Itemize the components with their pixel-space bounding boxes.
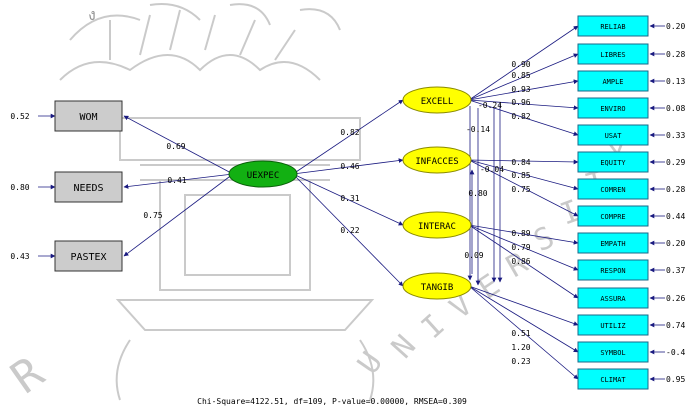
fit-statistics: Chi-Square=4122.51, df=109, P-value=0.00… bbox=[197, 397, 467, 406]
loading-coef-2: 0.93 bbox=[511, 85, 530, 94]
loading-coef-8: 0.89 bbox=[511, 229, 530, 238]
loading-coef-13: 0.23 bbox=[511, 357, 530, 366]
infacces-label: INFACCES bbox=[415, 157, 458, 167]
loading-coef-7: 0.75 bbox=[511, 185, 530, 194]
watermark-letter-r: R bbox=[2, 347, 53, 404]
pastex-error: 0.43 bbox=[10, 252, 29, 261]
cross-coef-2: -0.14 bbox=[466, 125, 490, 134]
indicator-label-compre: COMPRE bbox=[600, 213, 625, 221]
indicator-error-ample: 0.13 bbox=[666, 77, 685, 86]
indicator-error-assura: 0.26 bbox=[666, 294, 685, 303]
loading-coef-9: 0.79 bbox=[511, 243, 530, 252]
loading-coef-4: 0.82 bbox=[511, 112, 530, 121]
indicator-error-usat: 0.33 bbox=[666, 131, 685, 140]
loading-coef-0: 0.90 bbox=[511, 60, 530, 69]
indicator-error-libres: 0.28 bbox=[666, 50, 685, 59]
loading-coef-10: 0.86 bbox=[511, 257, 530, 266]
coef-uexpec-interac: 0.31 bbox=[340, 194, 359, 203]
indicator-label-climat: CLIMAT bbox=[600, 376, 626, 384]
tangib-label: TANGIB bbox=[421, 283, 454, 293]
indicator-label-utiliz: UTILIZ bbox=[600, 322, 625, 330]
uexpec-label: UEXPEC bbox=[247, 171, 280, 181]
wom-label: WOM bbox=[79, 112, 97, 123]
coef-uexpec-tangib: 0.22 bbox=[340, 226, 359, 235]
indicator-error-climat: 0.95 bbox=[666, 375, 685, 384]
coef-uexpec-excell: 0.82 bbox=[340, 128, 359, 137]
watermark-arc-letter: I bbox=[415, 308, 452, 346]
loading-coef-5: 0.84 bbox=[511, 158, 530, 167]
indicator-error-empath: 0.20 bbox=[666, 239, 685, 248]
indicator-label-libres: LIBRES bbox=[600, 51, 625, 59]
needs-label: NEEDS bbox=[73, 183, 103, 194]
indicator-error-utiliz: 0.74 bbox=[666, 321, 685, 330]
indicator-label-reliab: RELIAB bbox=[600, 23, 625, 31]
indicator-error-reliab: 0.20 bbox=[666, 22, 685, 31]
indicator-label-respon: RESPON bbox=[600, 267, 625, 275]
indicator-label-symbol: SYMBOL bbox=[600, 349, 625, 357]
indicator-error-comren: 0.28 bbox=[666, 185, 685, 194]
loading-coef-11: 0.51 bbox=[511, 329, 530, 338]
cross-coef-5: 0.09 bbox=[464, 251, 483, 260]
indicator-label-usat: USAT bbox=[605, 132, 623, 140]
excell-label: EXCELL bbox=[421, 97, 454, 107]
cross-coef-4: 0.80 bbox=[468, 189, 487, 198]
loading-coef-3: 0.96 bbox=[511, 98, 530, 107]
indicator-label-ample: AMPLE bbox=[602, 78, 623, 86]
indicator-error-enviro: 0.08 bbox=[666, 104, 685, 113]
indicator-error-compre: 0.44 bbox=[666, 212, 685, 221]
coef-uexpec-infacces: 0.46 bbox=[340, 162, 359, 171]
pastex-label: PASTEX bbox=[70, 252, 106, 263]
watermark-arc-letter: U bbox=[351, 346, 390, 381]
university-seal-watermark: ง R UNIVERSITY bbox=[2, 4, 629, 404]
interac-label: INTERAC bbox=[418, 222, 456, 232]
loading-coef-1: 0.85 bbox=[511, 71, 530, 80]
indicator-error-symbol: -0.4 bbox=[666, 348, 685, 357]
indicator-label-equity: EQUITY bbox=[600, 159, 626, 167]
loading-coef-12: 1.20 bbox=[511, 343, 530, 352]
indicator-label-comren: COMREN bbox=[600, 186, 625, 194]
indicator-label-enviro: ENVIRO bbox=[600, 105, 625, 113]
watermark-arc-letter: N bbox=[385, 329, 423, 366]
indicator-error-respon: 0.37 bbox=[666, 266, 685, 275]
indicator-label-assura: ASSURA bbox=[600, 295, 626, 303]
wom-error: 0.52 bbox=[10, 112, 29, 121]
wom-loading: 0.69 bbox=[166, 142, 185, 151]
loading-coef-6: 0.85 bbox=[511, 171, 530, 180]
needs-error: 0.80 bbox=[10, 183, 29, 192]
cross-coef-3: -0.04 bbox=[480, 165, 504, 174]
cross-coef-1: -0.24 bbox=[478, 101, 502, 110]
watermark-arc-letter: E bbox=[472, 268, 507, 307]
indicator-label-empath: EMPATH bbox=[600, 240, 625, 248]
indicator-error-equity: 0.29 bbox=[666, 158, 685, 167]
pastex-loading: 0.75 bbox=[143, 211, 162, 220]
pastex-path bbox=[124, 174, 233, 256]
watermark-thai-char: ง bbox=[88, 5, 96, 24]
needs-loading: 0.41 bbox=[167, 176, 186, 185]
